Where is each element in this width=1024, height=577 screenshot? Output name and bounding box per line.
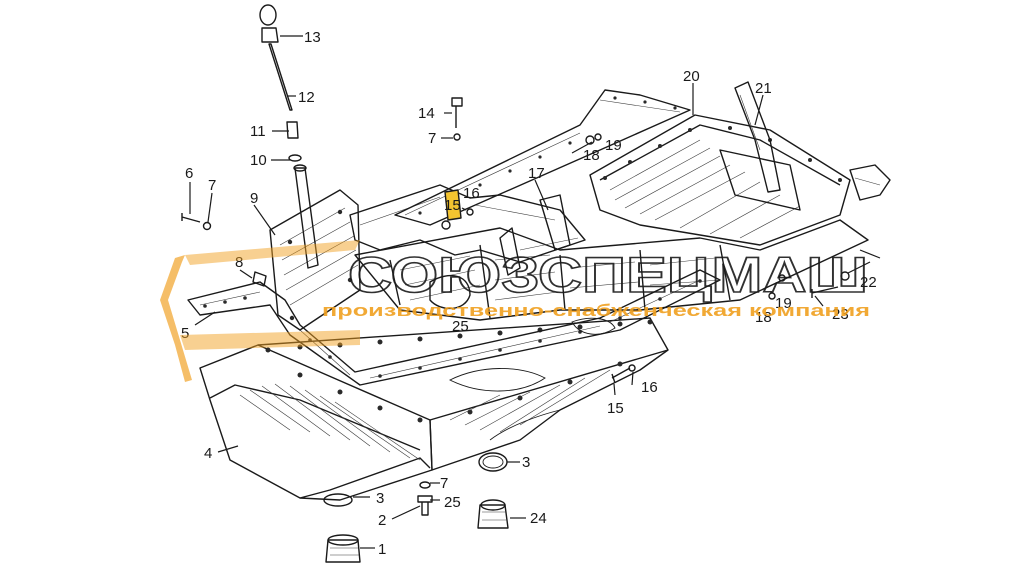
callout-15: 15: [607, 400, 624, 417]
callout-15: 15: [444, 197, 461, 214]
callout-16: 16: [463, 185, 480, 202]
callout-18: 18: [755, 309, 772, 326]
fasteners: [181, 97, 850, 563]
gasket-middle: [349, 184, 586, 263]
callout-2: 2: [378, 512, 386, 529]
dipstick-assembly: [259, 4, 319, 269]
callout-21: 21: [755, 80, 772, 97]
oil-pan: [199, 317, 669, 501]
watermark-tagline: производственно-снабженческая компания: [322, 301, 870, 320]
watermark-brand: СОЮЗСПЕЦМАШ: [348, 247, 868, 303]
callout-7: 7: [440, 475, 448, 492]
watermark-stripe-bottom: [180, 330, 360, 350]
callout-7: 7: [208, 177, 216, 194]
callout-13: 13: [304, 29, 321, 46]
watermark: СОЮЗСПЕЦМАШ производственно-снабженческа…: [160, 240, 870, 382]
callout-24: 24: [530, 510, 547, 527]
callout-25: 25: [452, 318, 469, 335]
callout-25: 25: [444, 494, 461, 511]
callout-18: 18: [583, 147, 600, 164]
callout-14: 14: [418, 105, 435, 122]
leader-lines: [189, 35, 881, 549]
callout-23: 23: [832, 306, 849, 323]
callout-9: 9: [250, 190, 258, 207]
gasket-top: [394, 89, 691, 226]
rear-gasket: [734, 81, 891, 201]
callout-10: 10: [250, 152, 267, 169]
callout-20: 20: [683, 68, 700, 85]
callout-3: 3: [376, 490, 384, 507]
callout-17: 17: [528, 165, 545, 182]
callout-3: 3: [522, 454, 530, 471]
callout-16: 16: [641, 379, 658, 396]
callout-labels: 13 12 11 10 14 7 18 19 20 21 6 7 9 15 16…: [181, 29, 877, 558]
callout-6: 6: [185, 165, 193, 182]
rear-housing: [589, 114, 851, 246]
callout-7: 7: [428, 130, 436, 147]
callout-22: 22: [860, 274, 877, 291]
callout-4: 4: [204, 445, 212, 462]
callout-19: 19: [775, 295, 792, 312]
callout-5: 5: [181, 325, 189, 342]
callout-19: 19: [605, 137, 622, 154]
watermark-logo-bracket: [160, 255, 192, 382]
callout-8: 8: [235, 254, 243, 271]
callout-11: 11: [250, 123, 266, 140]
watermark-stripe-top: [185, 240, 360, 265]
crankcase-lower-frame: [354, 219, 869, 335]
callout-12: 12: [298, 89, 315, 106]
callout-1: 1: [378, 541, 386, 558]
pan-gasket-upper: [187, 269, 721, 386]
